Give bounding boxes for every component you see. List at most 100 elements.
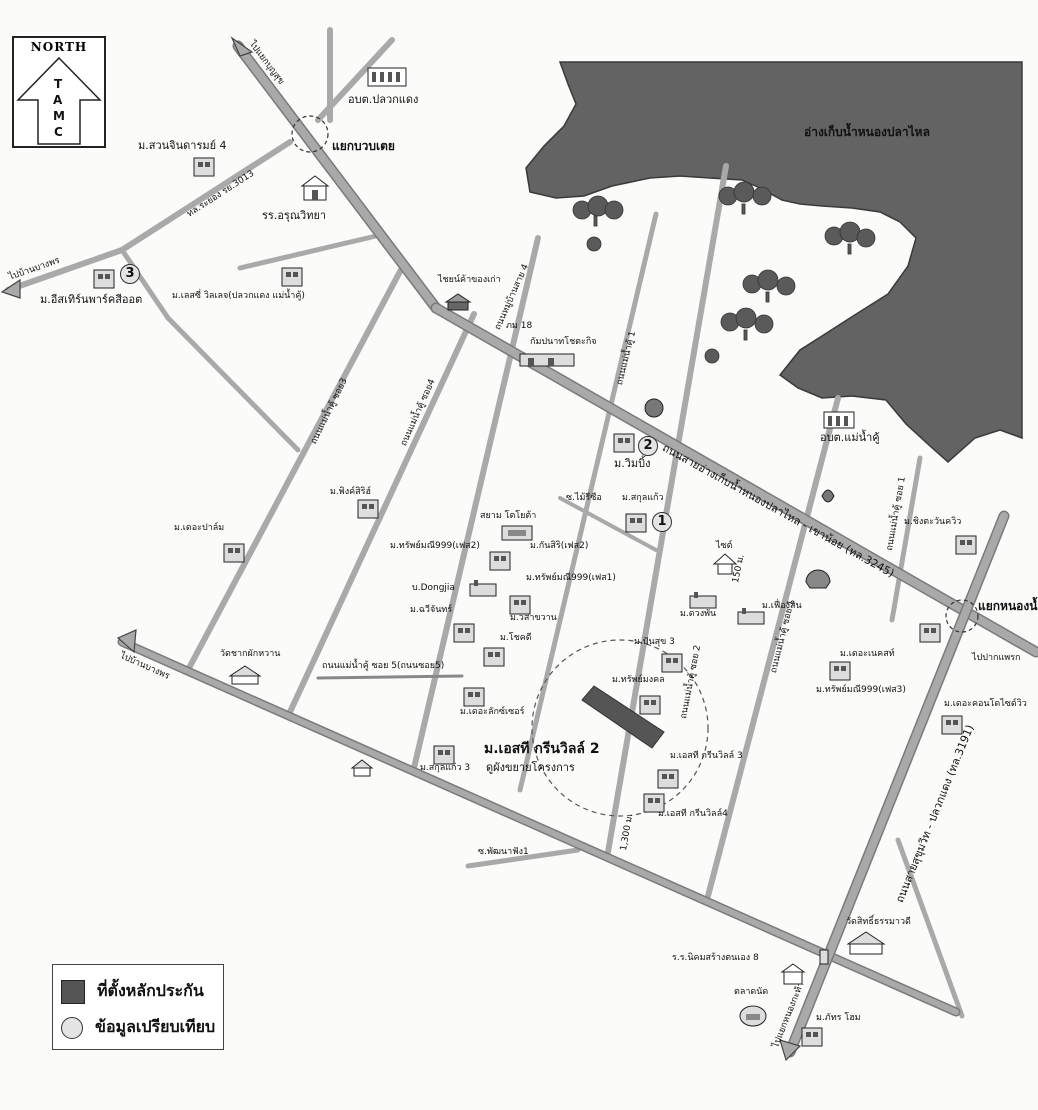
village-icon <box>223 543 245 563</box>
trees-icon <box>824 221 876 255</box>
trees-icon <box>742 269 796 303</box>
place-cpc: ไชยน์ค้าของเก่า <box>438 275 501 285</box>
comparable-swatch <box>61 1016 83 1039</box>
comparable-marker-3[interactable]: 3 <box>120 264 140 284</box>
place-tree: ม.เลสซี่ วิลเลจ(ปลวกแดง แม่น้ำคู้) <box>172 291 305 301</box>
ptt-station-icon <box>821 489 835 503</box>
school-icon <box>300 175 330 201</box>
factory-icon <box>689 592 717 609</box>
village-icon <box>483 647 505 667</box>
place-suan: ม.สวนจินดารมย์ 4 <box>138 139 227 152</box>
place-toyota: สยาม โตโยต้า <box>480 511 537 521</box>
place-greenville3: ม.เอสที กรีนวิลล์ 3 <box>670 751 743 761</box>
place-lux: ม.เดอะลักซ์เซอร์ <box>460 707 525 717</box>
village-icon <box>829 661 851 681</box>
place-vimbong: ม.วิมบิ้ง <box>614 457 651 470</box>
place-pattra: ม.ภัทร โฮม <box>816 1013 861 1023</box>
house-icon <box>350 759 374 777</box>
north-arrow: NORTH T A M C <box>12 36 106 148</box>
place-ching2: ม.เดอะคอนโดไซด์วิว <box>944 699 1027 709</box>
place-obt-mae: อบต.แม่น้ำคู้ <box>820 431 880 444</box>
place-ching: ม.ชิงตะวันควิว <box>904 517 962 527</box>
place-bus-stop: ภม 18 <box>506 321 533 331</box>
comparable-marker-1[interactable]: 1 <box>652 512 672 532</box>
place-sam-sun: ม.พิงค์สิริฮ์ <box>330 487 371 497</box>
village-icon <box>453 623 475 643</box>
place-lokdee: ม.โชคดี <box>500 633 532 643</box>
comparable-marker-2[interactable]: 2 <box>638 436 658 456</box>
place-school: รร.อรุณวิทยา <box>262 209 327 222</box>
place-house: ไซต์ <box>716 541 733 551</box>
place-fortune: ม.เฟื่องสิน <box>762 601 802 611</box>
building-icon <box>367 67 407 87</box>
village-icon <box>919 623 941 643</box>
gas-station-icon <box>644 398 664 418</box>
place-sab999-3: ม.ทรัพย์มณี999(เฟส3) <box>816 685 906 695</box>
place-market: ตลาดนัด <box>734 987 769 997</box>
tree-icon <box>704 348 720 364</box>
village-icon <box>433 745 455 765</box>
village-icon <box>661 653 683 673</box>
village-icon <box>357 499 379 519</box>
collateral-swatch <box>61 979 85 1004</box>
village-icon <box>801 1027 823 1047</box>
arrow-south-icon <box>779 1039 802 1062</box>
road-label-soi-5: ถนนแม่น้ำคู้ ซอย 5(ถนนซอย5) <box>322 661 445 671</box>
village-icon <box>193 157 215 177</box>
shell-station-icon <box>805 569 831 589</box>
arrow-southwest-icon <box>116 629 137 654</box>
factory-icon <box>737 608 765 625</box>
tree-clusters <box>572 181 876 364</box>
exit-arrows <box>0 36 802 1062</box>
road-label-soi-pattana: ซ.พัฒนาฟัง1 <box>478 847 529 857</box>
trees-icon <box>718 181 772 215</box>
north-letter-m: M <box>53 109 65 123</box>
place-sab-mongkol: ม.ทรัพย์มงคล <box>612 675 665 685</box>
arrow-north-icon <box>230 36 254 57</box>
building-icon <box>823 411 855 429</box>
place-wat-tha: วัดชากผักหวาน <box>220 649 281 659</box>
north-letter-c: C <box>54 125 63 139</box>
map-legend: ที่ตั้งหลักประกัน ข้อมูลเปรียบเทียบ <box>52 964 224 1050</box>
reservoir-water <box>525 61 1023 464</box>
village-icon <box>625 513 647 533</box>
intersection-east-circle <box>945 599 979 633</box>
road-label-soi-mai: ซ.ไม้รีซือ <box>566 493 602 503</box>
house-roof-icon <box>712 553 738 565</box>
intersection-north-circle <box>291 115 329 153</box>
place-school-south: ร.ร.นิคมสร้างตนเอง 8 <box>672 953 759 963</box>
subject-radius-circle <box>531 639 709 817</box>
place-sab999-2: ม.ทรัพย์มณี999(เฟส2) <box>390 541 480 551</box>
legend-row-comparable: ข้อมูลเปรียบเทียบ <box>61 1015 215 1040</box>
trees-icon <box>720 307 774 341</box>
place-greenville4: ม.เอสที กรีนวิลล์4 <box>658 809 728 819</box>
village-icon <box>643 793 665 813</box>
north-title: NORTH <box>30 40 88 54</box>
place-estate: ม.อีสเทิร์นพาร์คสีออต <box>40 293 143 306</box>
factory-icon <box>469 580 497 597</box>
arrow-west-icon <box>0 278 21 299</box>
north-arrow-icon <box>16 56 102 145</box>
signpost-icon <box>819 949 829 965</box>
place-duan: ม.ดวงพัน <box>680 609 717 619</box>
place-subject-sub: ดูผังขยายโครงการ <box>486 761 575 774</box>
place-kan-siri: ม.กันสิริ(เฟส2) <box>530 541 589 551</box>
place-wat-east: วัดสิทธิ์ธรรมาวดี <box>846 917 911 927</box>
place-pookrao: ม.สกุลแก้ว <box>622 493 664 503</box>
village-icon <box>93 269 115 289</box>
place-chatri: ม.ฉวีจันทร์ <box>410 605 453 615</box>
place-obt-pluak: อบต.ปลวกแดง <box>348 93 419 106</box>
village-icon <box>955 535 977 555</box>
north-letter-a: A <box>53 93 63 107</box>
place-subject: ม.เอสที กรีนวิลล์ 2 <box>484 741 600 757</box>
place-vimala: ม.วิสาขวาน <box>510 613 557 623</box>
north-letter-t: T <box>54 77 63 91</box>
village-icon <box>281 267 303 287</box>
village-icon <box>657 769 679 789</box>
landmark-symbols <box>644 398 835 965</box>
legend-comparable-label: ข้อมูลเปรียบเทียบ <box>95 1017 216 1036</box>
intersection-label-north: แยกบวบเตย <box>332 139 395 153</box>
trees-icon <box>572 195 624 227</box>
